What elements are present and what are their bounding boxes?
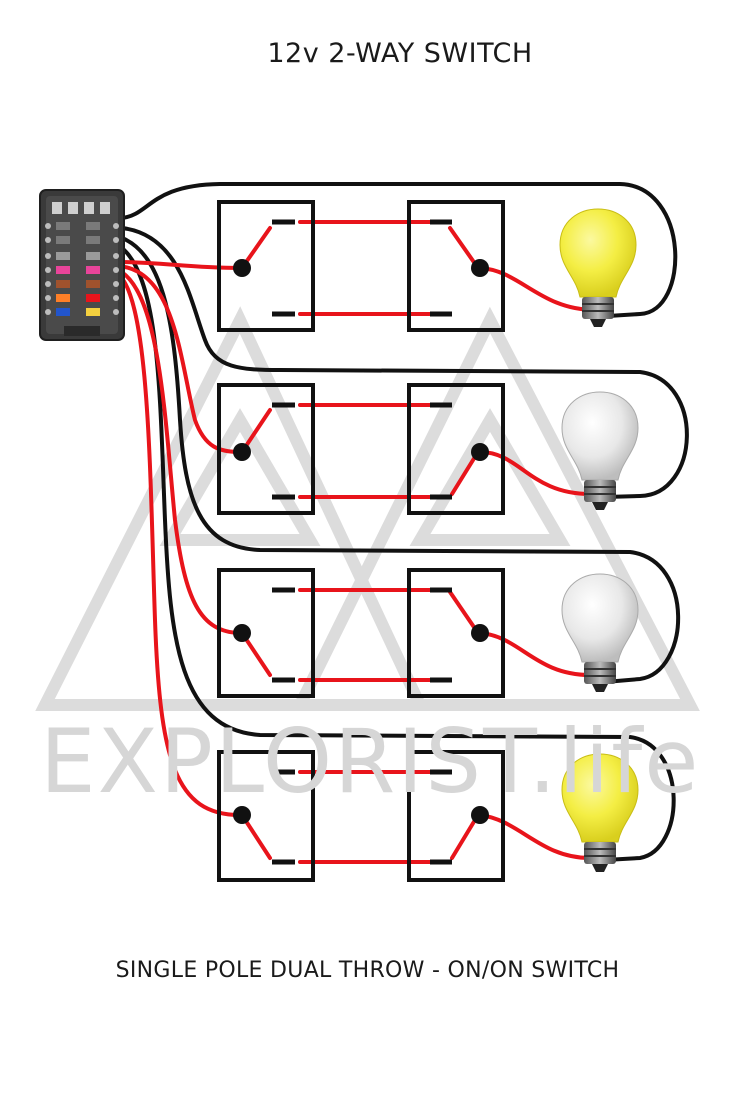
watermark-text: EXPLORIST.life: [40, 710, 701, 813]
spdt-switch-icon: [217, 200, 315, 332]
switches: [217, 200, 505, 882]
spdt-switch-icon: [217, 750, 315, 882]
spdt-switch-icon: [407, 568, 505, 698]
watermark-logo: [35, 306, 700, 711]
black-wire-1: [120, 182, 678, 318]
spdt-switch-icon: [217, 568, 315, 698]
light-bulb-icon: [559, 208, 637, 327]
spdt-switch-icon: [407, 383, 505, 515]
light-bulb-icon: [561, 391, 639, 510]
black-wire-2: [120, 226, 689, 499]
spdt-switch-icon: [407, 750, 505, 882]
red-feed-4: [116, 272, 242, 817]
red-feed-3: [116, 268, 242, 635]
light-bulb-icon: [561, 753, 639, 872]
spdt-switch-icon: [407, 200, 505, 332]
spdt-switch-icon: [217, 383, 315, 515]
light-bulb-icon: [561, 573, 639, 692]
red-feed-1: [116, 260, 242, 270]
diagram-caption: SINGLE POLE DUAL THROW - ON/ON SWITCH: [115, 958, 620, 983]
fuse-box-icon: [39, 189, 125, 341]
diagram-title: 12v 2-WAY SWITCH: [267, 38, 533, 69]
